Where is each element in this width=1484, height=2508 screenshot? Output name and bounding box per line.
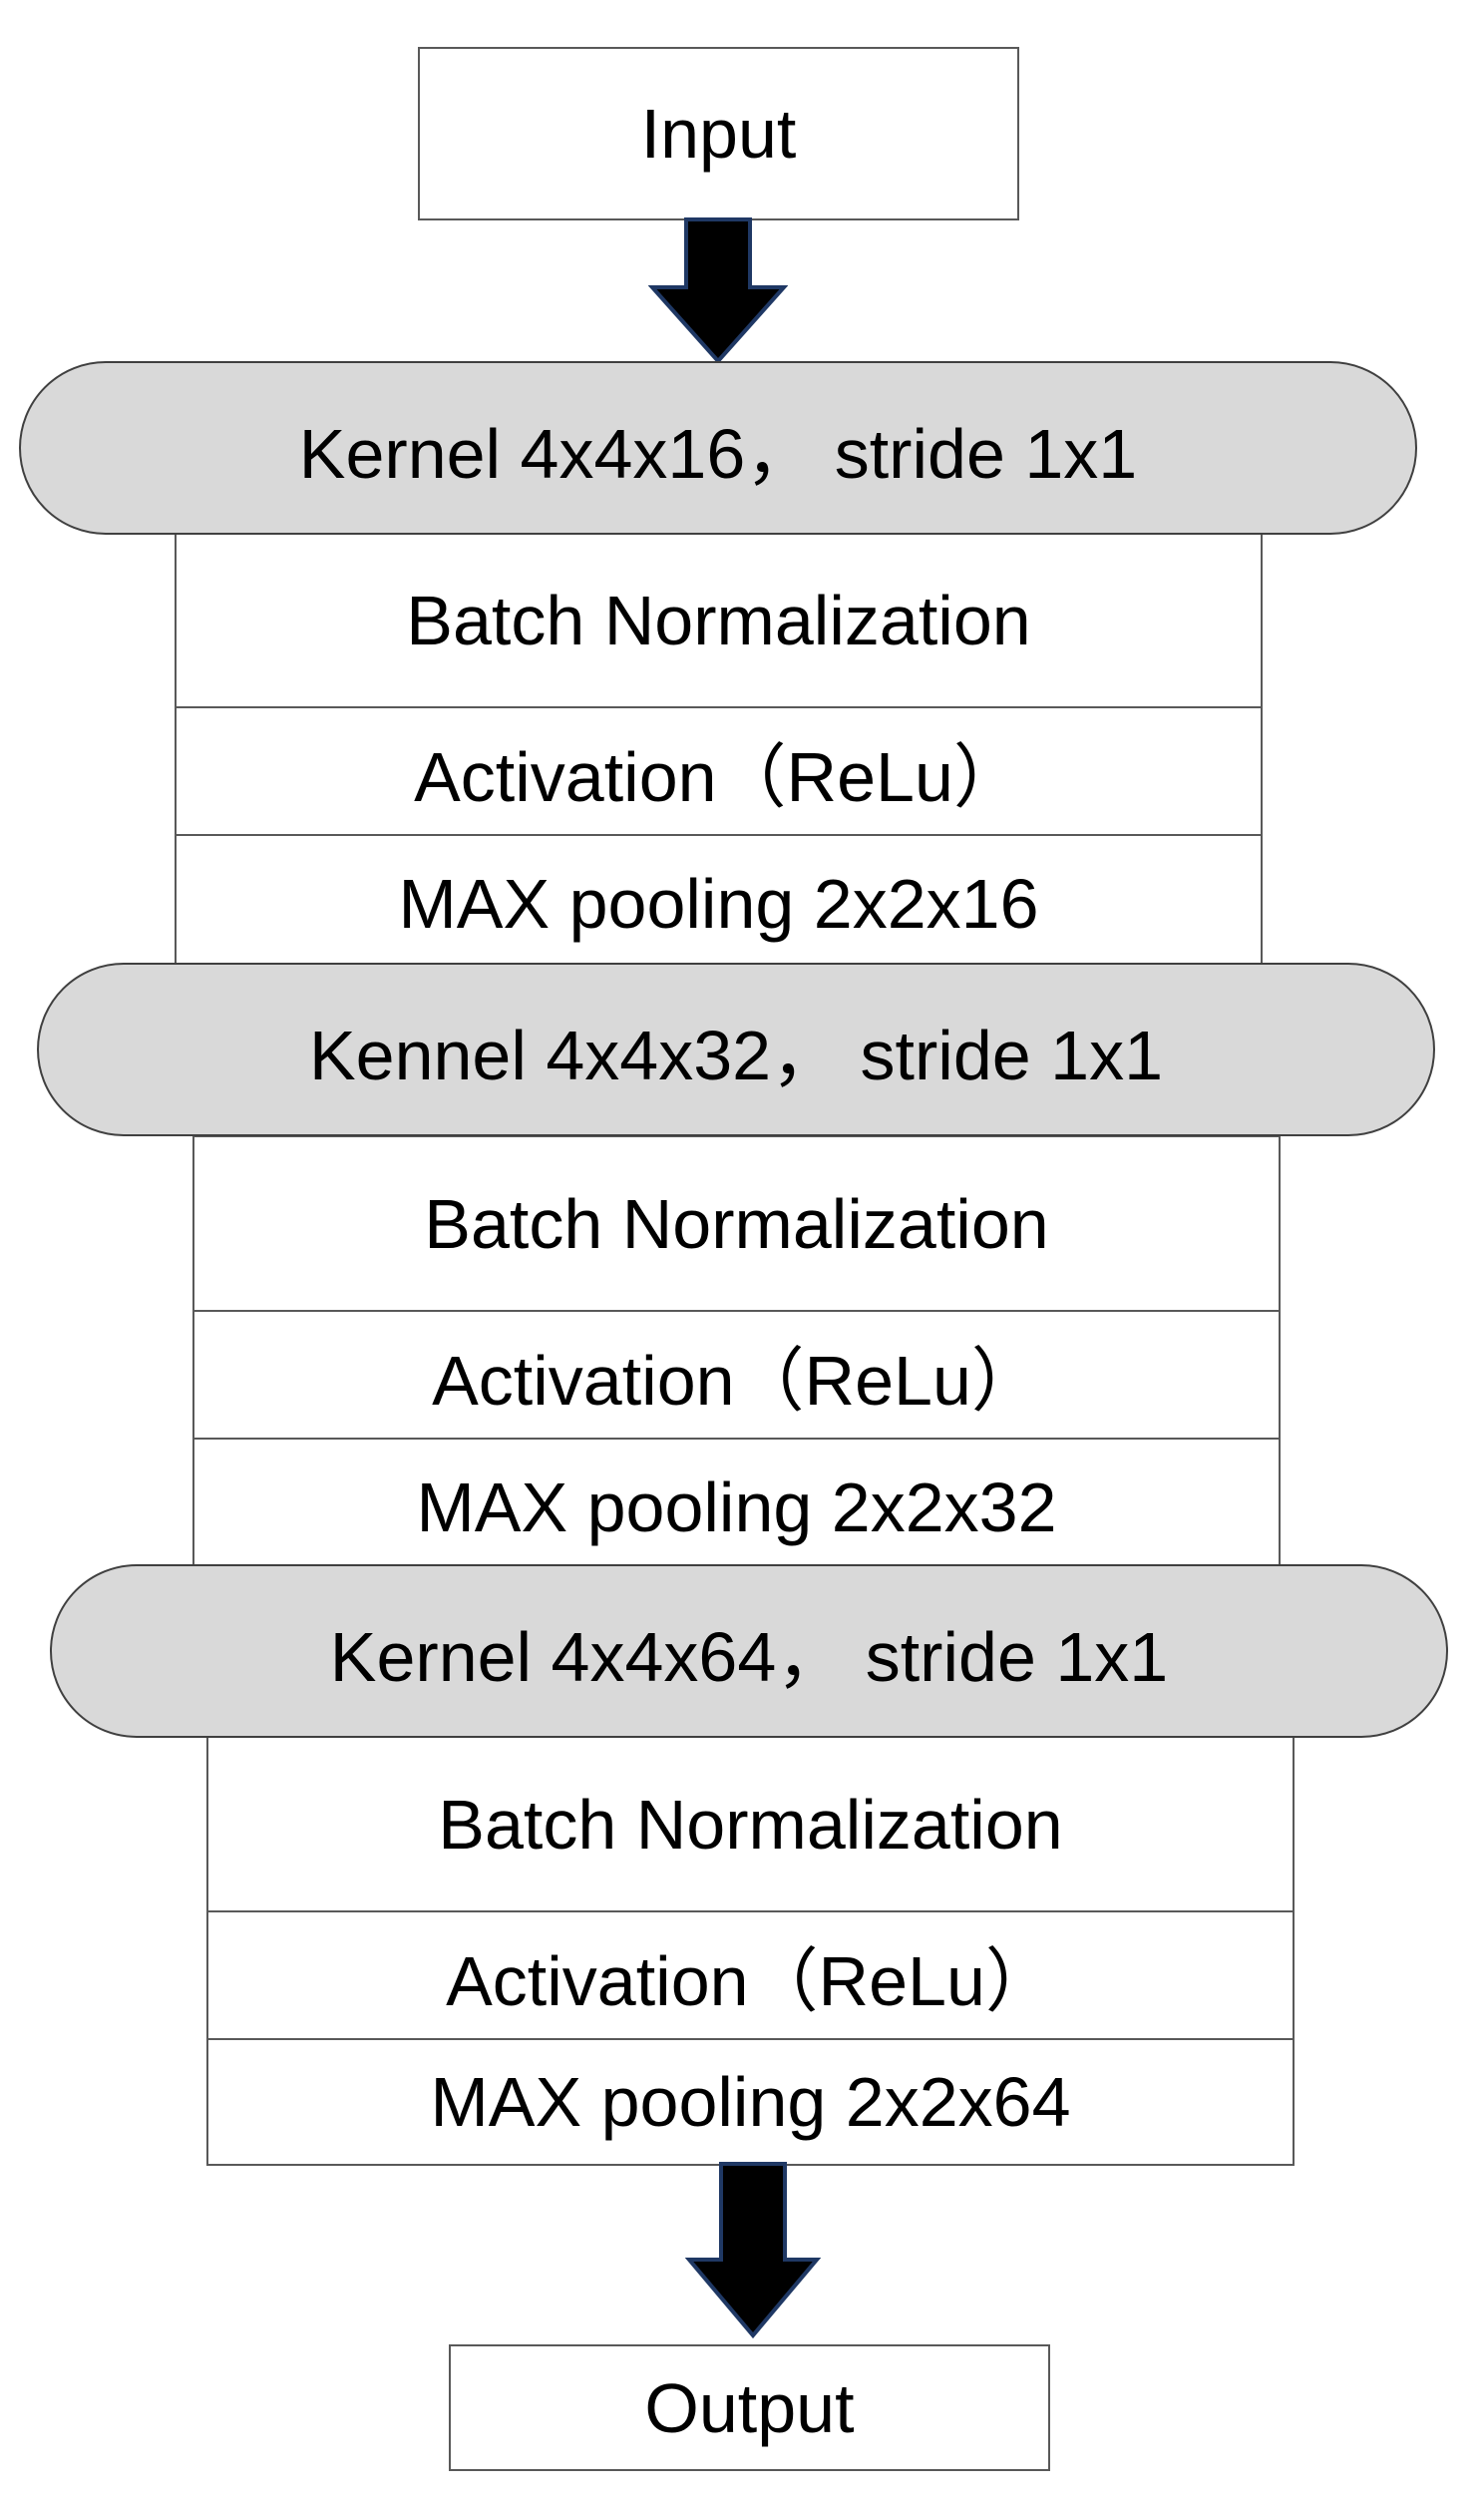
kernel-label-2: Kennel 4x4x32， stride 1x1 <box>308 1016 1164 1094</box>
down-arrow-icon <box>648 217 788 365</box>
batch-normalization-label-1: Batch Normalization <box>406 581 1031 659</box>
activation-box-3: Activation（ReLu） <box>206 1910 1295 2040</box>
kernel-pill-1: Kernel 4x4x16， stride 1x1 <box>19 361 1417 535</box>
max-pooling-label-2: MAX pooling 2x2x32 <box>416 1468 1057 1546</box>
batch-normalization-box-1: Batch Normalization <box>175 532 1263 708</box>
batch-normalization-box-3: Batch Normalization <box>206 1736 1295 1912</box>
batch-normalization-label-3: Batch Normalization <box>438 1785 1063 1864</box>
max-pooling-box-3: MAX pooling 2x2x64 <box>206 2038 1295 2166</box>
input-label: Input <box>640 95 797 173</box>
input-box: Input <box>418 47 1019 220</box>
max-pooling-label-1: MAX pooling 2x2x16 <box>398 865 1039 943</box>
activation-label-1: Activation（ReLu） <box>414 737 1023 816</box>
kernel-label-3: Kernel 4x4x64， stride 1x1 <box>329 1617 1169 1696</box>
batch-normalization-box-2: Batch Normalization <box>192 1135 1281 1312</box>
kernel-label-1: Kernel 4x4x16， stride 1x1 <box>298 414 1138 493</box>
max-pooling-box-2: MAX pooling 2x2x32 <box>192 1438 1281 1577</box>
activation-label-2: Activation（ReLu） <box>432 1341 1041 1420</box>
activation-box-1: Activation（ReLu） <box>175 706 1263 836</box>
kernel-pill-3: Kernel 4x4x64， stride 1x1 <box>50 1564 1448 1738</box>
activation-box-2: Activation（ReLu） <box>192 1310 1281 1440</box>
max-pooling-box-1: MAX pooling 2x2x16 <box>175 834 1263 974</box>
activation-label-3: Activation（ReLu） <box>446 1941 1055 2020</box>
down-arrow-icon <box>684 2162 822 2339</box>
max-pooling-label-3: MAX pooling 2x2x64 <box>430 2063 1071 2141</box>
batch-normalization-label-2: Batch Normalization <box>424 1184 1049 1263</box>
kernel-pill-2: Kennel 4x4x32， stride 1x1 <box>37 963 1435 1136</box>
output-label: Output <box>644 2368 855 2447</box>
output-box: Output <box>449 2344 1050 2471</box>
